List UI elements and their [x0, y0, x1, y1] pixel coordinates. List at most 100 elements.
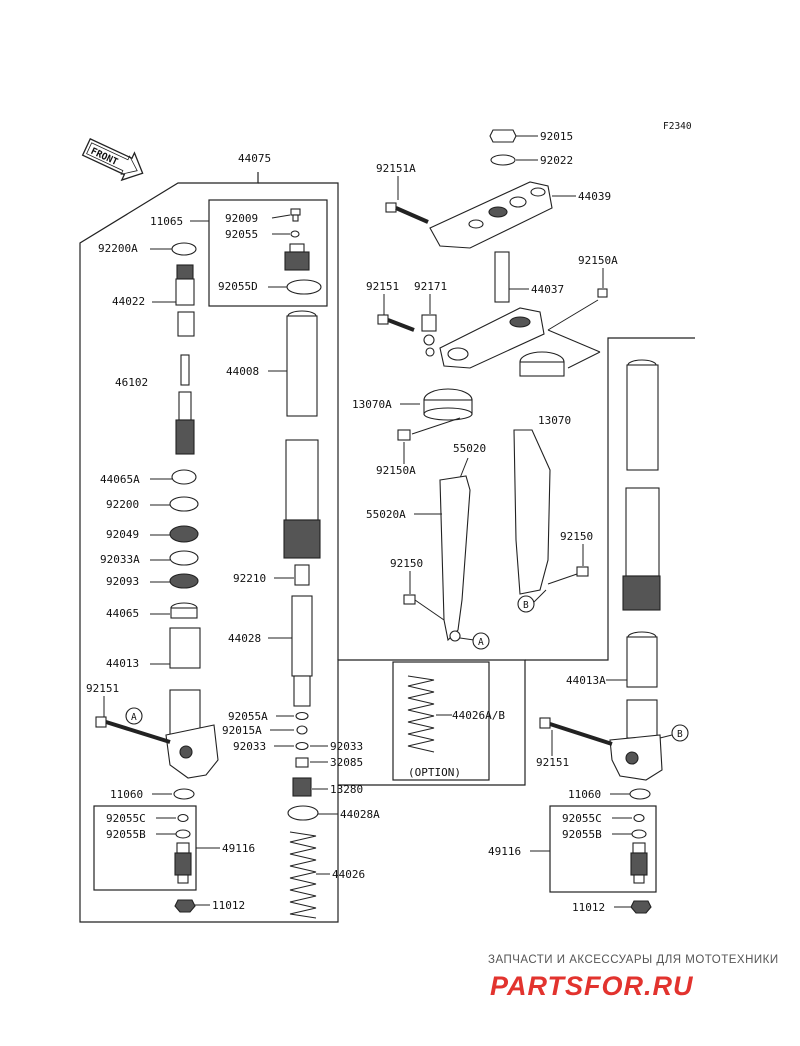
bolt-92150-left-icon	[403, 594, 416, 605]
label-44075: 44075	[238, 152, 271, 165]
label-55020A: 55020A	[366, 508, 406, 521]
label-92200A: 92200A	[98, 242, 138, 255]
label-44039: 44039	[578, 190, 611, 203]
washer-92200-icon	[169, 496, 199, 512]
washer-92022-icon	[490, 154, 516, 166]
label-92200: 92200	[106, 498, 139, 511]
label-92151A: 92151A	[376, 162, 416, 175]
label-92093: 92093	[106, 575, 139, 588]
watermark-line: ЗАПЧАСТИ И АКСЕССУАРЫ ДЛЯ МОТОТЕХНИКИ	[488, 954, 779, 966]
fork-cap-icon	[284, 243, 310, 271]
label-13070: 13070	[538, 414, 571, 427]
o-ring-92055B-left-icon	[175, 829, 191, 839]
label-92151-left: 92151	[86, 682, 119, 695]
bolt-guard-left-icon	[449, 630, 461, 642]
label-92049: 92049	[106, 528, 139, 541]
label-92150A-top: 92150A	[578, 254, 618, 267]
label-92033A: 92033A	[100, 553, 140, 566]
option-label: (OPTION)	[408, 766, 461, 779]
callout-b-mid-text: B	[523, 600, 529, 611]
label-92055: 92055	[225, 228, 258, 241]
label-92150-left: 92150	[390, 557, 423, 570]
o-ring-92055C-left-icon	[177, 813, 189, 823]
label-92015A: 92015A	[222, 724, 262, 737]
spring-44026-icon	[289, 831, 317, 919]
o-ring-92055-icon	[290, 230, 300, 238]
right-inner-tube-icon	[622, 359, 661, 611]
label-46102: 46102	[115, 376, 148, 389]
fork-guard-13070-icon	[513, 429, 551, 595]
label-44013A: 44013A	[566, 674, 606, 687]
piston-13280-icon	[292, 777, 312, 797]
outer-tube-44013-icon	[165, 627, 219, 779]
dust-seal-92093-icon	[169, 573, 199, 589]
callout-a-mid-text: A	[478, 637, 484, 648]
right-outer-tube-44013A-icon	[609, 631, 663, 781]
top-clamp-44039-icon	[429, 181, 553, 249]
label-13280: 13280	[330, 783, 363, 796]
inner-tube-44008-icon	[283, 310, 321, 559]
bolt-92151A-icon	[385, 202, 429, 224]
bolt-92151-left-icon	[95, 716, 171, 744]
label-11012-right: 11012	[572, 901, 605, 914]
label-44028A: 44028A	[340, 808, 380, 821]
label-11012-left: 11012	[212, 899, 245, 912]
label-13070A: 13070A	[352, 398, 392, 411]
o-ring-92055A-icon	[295, 711, 309, 721]
label-44008: 44008	[226, 365, 259, 378]
label-44037: 44037	[531, 283, 564, 296]
callout-a-left	[125, 707, 143, 725]
bushing-44065-icon	[170, 602, 198, 619]
clamp-92171-icon	[421, 314, 437, 357]
label-44026AB: 44026A/B	[452, 709, 505, 722]
guide-clamp-icon	[519, 351, 565, 377]
option-box	[392, 661, 490, 781]
valve-49116-left-icon	[174, 842, 192, 884]
seat-44028A-icon	[287, 805, 319, 821]
circlip-92033-icon	[295, 741, 309, 751]
label-55020: 55020	[453, 442, 486, 455]
cylinder-44028-icon	[291, 595, 313, 707]
bolt-92009-icon	[290, 208, 301, 222]
label-11060-right: 11060	[568, 788, 601, 801]
callout-a-mid	[472, 632, 490, 650]
oil-seal-92049-icon	[169, 525, 199, 543]
callout-a-left-text: A	[131, 712, 137, 723]
label-49116-left: 49116	[222, 842, 255, 855]
label-32085: 32085	[330, 756, 363, 769]
stem-44037-icon	[439, 251, 545, 369]
label-92055B-left: 92055B	[106, 828, 146, 841]
label-44028: 44028	[228, 632, 261, 645]
spring-44026AB-icon	[407, 675, 435, 753]
label-92151-right: 92151	[536, 756, 569, 769]
nut-92015A-icon	[296, 725, 308, 735]
callout-b-mid	[517, 595, 535, 613]
label-92055C-left: 92055C	[106, 812, 146, 825]
circlip-92033A-icon	[169, 550, 199, 566]
callout-b-right-text: B	[677, 729, 683, 740]
collar-32085-icon	[295, 757, 309, 768]
label-49116-right: 49116	[488, 845, 521, 858]
label-92009: 92009	[225, 212, 258, 225]
label-92150-right: 92150	[560, 530, 593, 543]
washer-11060-right-icon	[629, 788, 651, 800]
bushing-44065A-icon	[171, 469, 197, 485]
label-11065: 11065	[150, 215, 183, 228]
label-92171: 92171	[414, 280, 447, 293]
label-92055D: 92055D	[218, 280, 258, 293]
nut-92015-icon	[489, 129, 517, 143]
valve-49116-right-icon	[630, 842, 648, 884]
bolt-11012-right-icon	[630, 900, 652, 914]
label-44013: 44013	[106, 657, 139, 670]
washer-11060-left-icon	[173, 788, 195, 800]
cap-parts-box	[208, 199, 328, 307]
label-92055B-right: 92055B	[562, 828, 602, 841]
label-92033-a: 92033	[233, 740, 266, 753]
label-92151-mid: 92151	[366, 280, 399, 293]
right-valve-box	[549, 805, 657, 893]
left-fork-frame	[79, 172, 526, 923]
o-ring-92055B-right-icon	[631, 829, 647, 839]
bolt-92150-right-icon	[576, 566, 589, 577]
label-44065A: 44065A	[100, 473, 140, 486]
o-ring-92055D-icon	[286, 279, 322, 295]
